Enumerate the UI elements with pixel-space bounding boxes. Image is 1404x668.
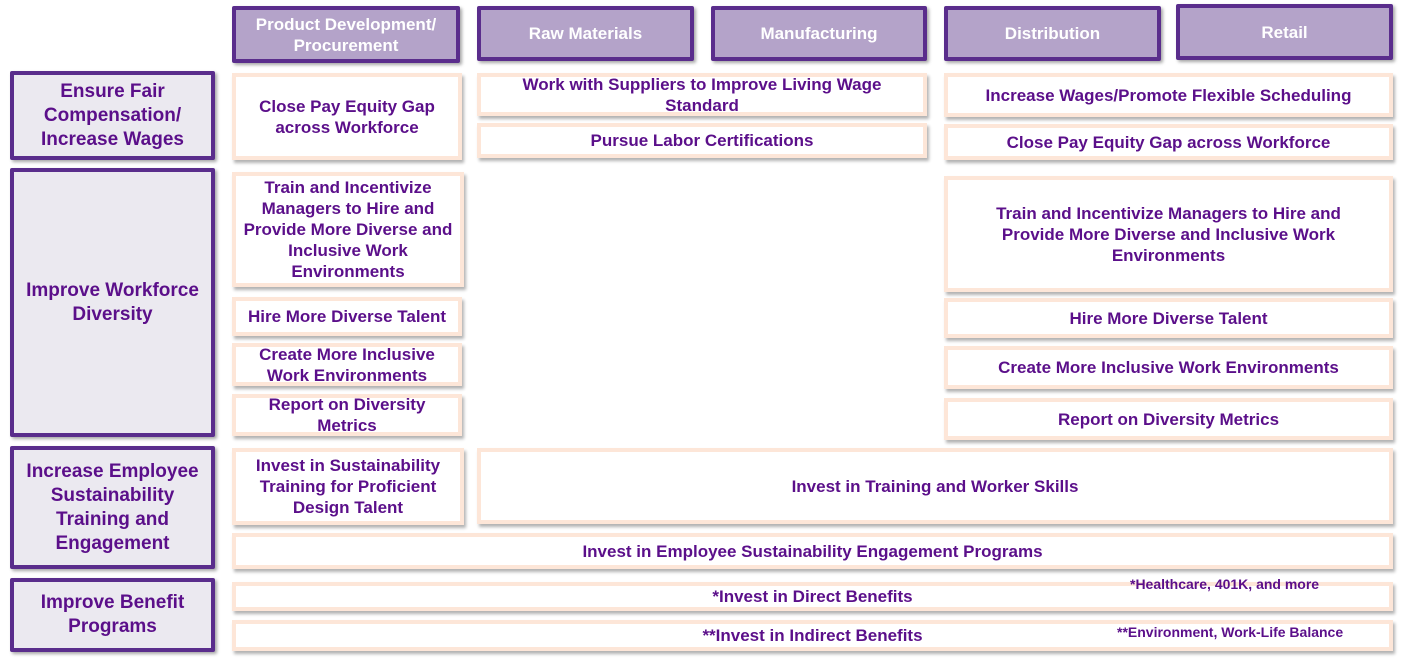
footnote-direct: *Healthcare, 401K, and more — [1130, 576, 1320, 592]
row-benefit-programs: Improve Benefit Programs — [10, 578, 215, 652]
cell-training-worker-skills: Invest in Training and Worker Skills — [477, 448, 1393, 524]
header-manufacturing: Manufacturing — [711, 6, 927, 61]
cell-pd-sustainability-training: Invest in Sustainability Training for Pr… — [232, 448, 464, 525]
cell-pd-train-managers: Train and Incentivize Managers to Hire a… — [232, 172, 464, 287]
cell-pd-hire-diverse: Hire More Diverse Talent — [232, 297, 462, 336]
cell-dist-hire-diverse: Hire More Diverse Talent — [944, 298, 1393, 338]
cell-labor-certifications: Pursue Labor Certifications — [477, 123, 927, 158]
cell-dist-report-diversity: Report on Diversity Metrics — [944, 398, 1393, 440]
cell-dist-inclusive: Create More Inclusive Work Environments — [944, 346, 1393, 389]
cell-indirect-benefits: **Invest in Indirect Benefits — [232, 620, 1393, 651]
cell-dist-train-managers: Train and Incentivize Managers to Hire a… — [944, 176, 1393, 292]
cell-engagement-programs: Invest in Employee Sustainability Engage… — [232, 533, 1393, 569]
header-raw-materials: Raw Materials — [477, 6, 694, 61]
header-retail: Retail — [1176, 4, 1393, 60]
cell-pd-report-diversity: Report on Diversity Metrics — [232, 394, 462, 436]
cell-direct-benefits: *Invest in Direct Benefits — [232, 582, 1393, 611]
row-sustainability-training: Increase Employee Sustainability Trainin… — [10, 446, 215, 569]
cell-pd-inclusive: Create More Inclusive Work Environments — [232, 343, 462, 386]
cell-pd-pay-equity: Close Pay Equity Gap across Workforce — [232, 73, 462, 160]
row-fair-compensation: Ensure Fair Compensation/ Increase Wages — [10, 71, 215, 160]
cell-increase-wages: Increase Wages/Promote Flexible Scheduli… — [944, 73, 1393, 117]
row-workforce-diversity: Improve Workforce Diversity — [10, 168, 215, 437]
footnote-indirect: **Environment, Work-Life Balance — [1117, 624, 1344, 640]
cell-dist-pay-equity: Close Pay Equity Gap across Workforce — [944, 124, 1393, 160]
header-product-development: Product Development/ Procurement — [232, 6, 460, 63]
header-distribution: Distribution — [944, 6, 1161, 61]
cell-suppliers-living-wage: Work with Suppliers to Improve Living Wa… — [477, 73, 927, 116]
